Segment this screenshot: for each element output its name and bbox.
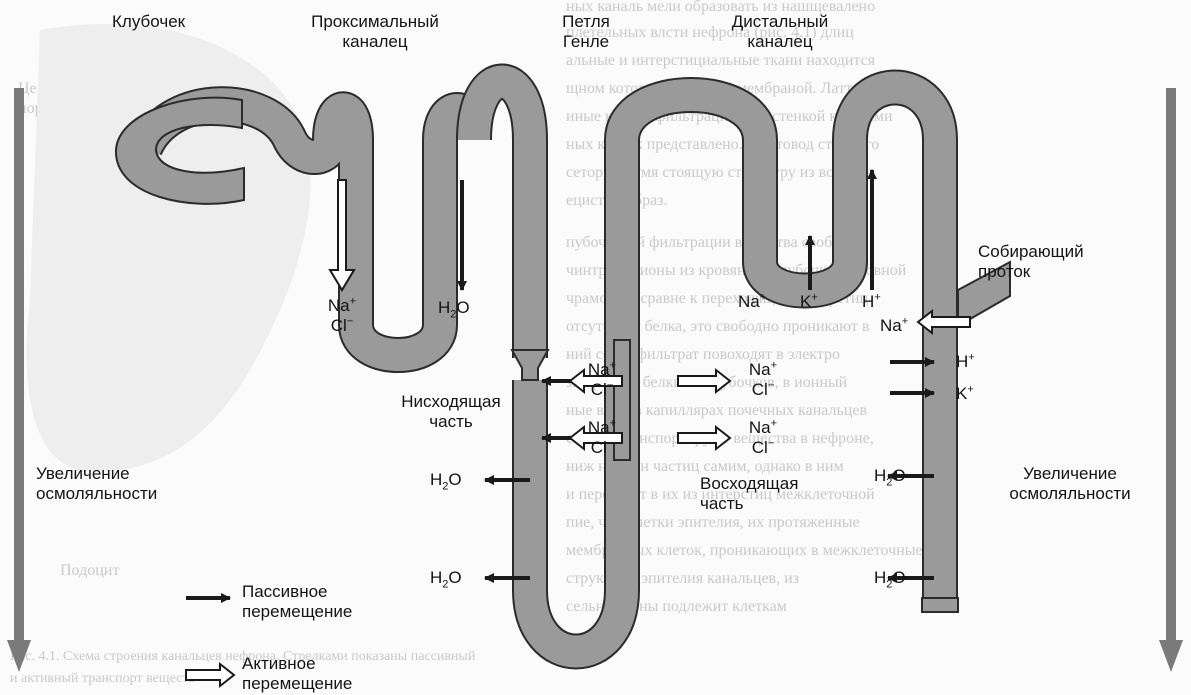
charge-minus: −	[768, 379, 774, 391]
label-ascending-line-1: Восходящая	[700, 474, 798, 494]
ion-k-distal: K+	[800, 292, 818, 312]
label-proximal-line-2: каналец	[300, 32, 450, 52]
label-osmolality-left-line-2: осмоляльности	[36, 484, 157, 504]
water-h: H	[430, 568, 442, 587]
label-osmolality-left: Увеличение осмоляльности	[36, 464, 157, 504]
label-osmolality-left-line-1: Увеличение	[36, 464, 157, 484]
water-descending-upper: H2O	[430, 470, 462, 490]
ion-na: Na	[328, 296, 350, 315]
label-osmolality-right: Увеличение осмоляльности	[1000, 464, 1140, 504]
ion-cl: Cl	[752, 438, 768, 457]
label-distal-tubule: Дистальный каналец	[715, 12, 845, 52]
label-collecting-line-1: Собирающий	[978, 242, 1084, 262]
charge-minus: −	[768, 437, 774, 449]
charge-plus: +	[967, 383, 973, 395]
label-osmolality-right-line-2: осмоляльности	[1000, 484, 1140, 504]
label-collecting-line-2: проток	[978, 262, 1084, 282]
label-ascending-limb: Восходящая часть	[700, 474, 798, 514]
ion-na-cl-proximal: Na+ Cl−	[322, 296, 362, 336]
ion-na: Na	[749, 418, 771, 437]
legend-active-label: Активное перемещение	[242, 654, 352, 694]
label-ascending-line-2: часть	[700, 494, 798, 514]
charge-plus: +	[902, 315, 908, 327]
water-o: O	[892, 466, 905, 485]
ion-cl: Cl	[331, 316, 347, 335]
charge-minus: −	[607, 379, 613, 391]
label-henle-line-2: Генле	[556, 32, 616, 52]
charge-minus: −	[607, 437, 613, 449]
ion-k-collecting: K+	[956, 384, 974, 404]
ion-h-collecting: H+	[956, 352, 975, 372]
ion-na-cl-ascending-left-upper: Na+ Cl−	[585, 360, 619, 400]
charge-plus: +	[874, 291, 880, 303]
legend-passive-line-2: перемещение	[242, 602, 352, 622]
ion-na-distal: Na+	[738, 292, 766, 312]
background-shadow	[27, 24, 311, 472]
label-collecting-duct: Собирающий проток	[978, 242, 1084, 282]
charge-plus: +	[610, 417, 616, 429]
label-descending-line-2: часть	[388, 412, 514, 432]
ion-k: K	[800, 292, 811, 311]
water-h: H	[438, 298, 450, 317]
ion-na: Na	[588, 360, 610, 379]
water-h: H	[874, 568, 886, 587]
osmolality-arrow-right	[1159, 88, 1183, 672]
charge-plus: +	[811, 291, 817, 303]
legend-active-arrow-icon	[186, 664, 234, 686]
ion-na-cl-ascending-right-upper: Na+ Cl−	[746, 360, 780, 400]
osmolality-arrow-left	[7, 88, 31, 672]
water-collecting-upper: H2O	[874, 466, 906, 486]
water-o: O	[892, 568, 905, 587]
ion-h: H	[956, 352, 968, 371]
water-collecting-lower: H2O	[874, 568, 906, 588]
ion-na-cl-ascending-left-lower: Na+ Cl−	[585, 418, 619, 458]
ion-na-cl-ascending-right-lower: Na+ Cl−	[746, 418, 780, 458]
charge-plus: +	[610, 359, 616, 371]
charge-plus: +	[760, 291, 766, 303]
ion-h: H	[862, 292, 874, 311]
charge-plus: +	[771, 417, 777, 429]
water-proximal: H2O	[438, 298, 470, 318]
ion-na: Na	[880, 316, 902, 335]
charge-plus: +	[771, 359, 777, 371]
label-distal-line-1: Дистальный	[715, 12, 845, 32]
label-descending-limb: Нисходящая часть	[388, 392, 514, 432]
label-henle-line-1: Петля	[556, 12, 616, 32]
charge-plus: +	[350, 295, 356, 307]
water-h: H	[430, 470, 442, 489]
label-osmolality-right-line-1: Увеличение	[1000, 464, 1140, 484]
ion-k: K	[956, 384, 967, 403]
legend-active-line-2: перемещение	[242, 674, 352, 694]
ion-na: Na	[738, 292, 760, 311]
label-distal-line-2: каналец	[715, 32, 845, 52]
charge-plus: +	[968, 351, 974, 363]
label-loop-of-henle: Петля Генле	[556, 12, 616, 52]
water-o: O	[448, 470, 461, 489]
ion-na-collecting: Na+	[880, 316, 908, 336]
ion-na: Na	[749, 360, 771, 379]
label-proximal-line-1: Проксимальный	[300, 12, 450, 32]
label-proximal-tubule: Проксимальный каналец	[300, 12, 450, 52]
water-o: O	[448, 568, 461, 587]
ion-cl: Cl	[591, 438, 607, 457]
water-h: H	[874, 466, 886, 485]
legend-passive-label: Пассивное перемещение	[242, 582, 352, 622]
water-descending-lower: H2O	[430, 568, 462, 588]
water-o: O	[456, 298, 469, 317]
legend-passive-line-1: Пассивное	[242, 582, 352, 602]
ion-h-distal: H+	[862, 292, 881, 312]
ion-cl: Cl	[752, 380, 768, 399]
legend-active-line-1: Активное	[242, 654, 352, 674]
ion-cl: Cl	[591, 380, 607, 399]
label-descending-line-1: Нисходящая	[388, 392, 514, 412]
charge-minus: −	[347, 315, 353, 327]
distal-tubule	[760, 88, 940, 601]
ion-na: Na	[588, 418, 610, 437]
label-glomerulus: Клубочек	[112, 12, 185, 32]
